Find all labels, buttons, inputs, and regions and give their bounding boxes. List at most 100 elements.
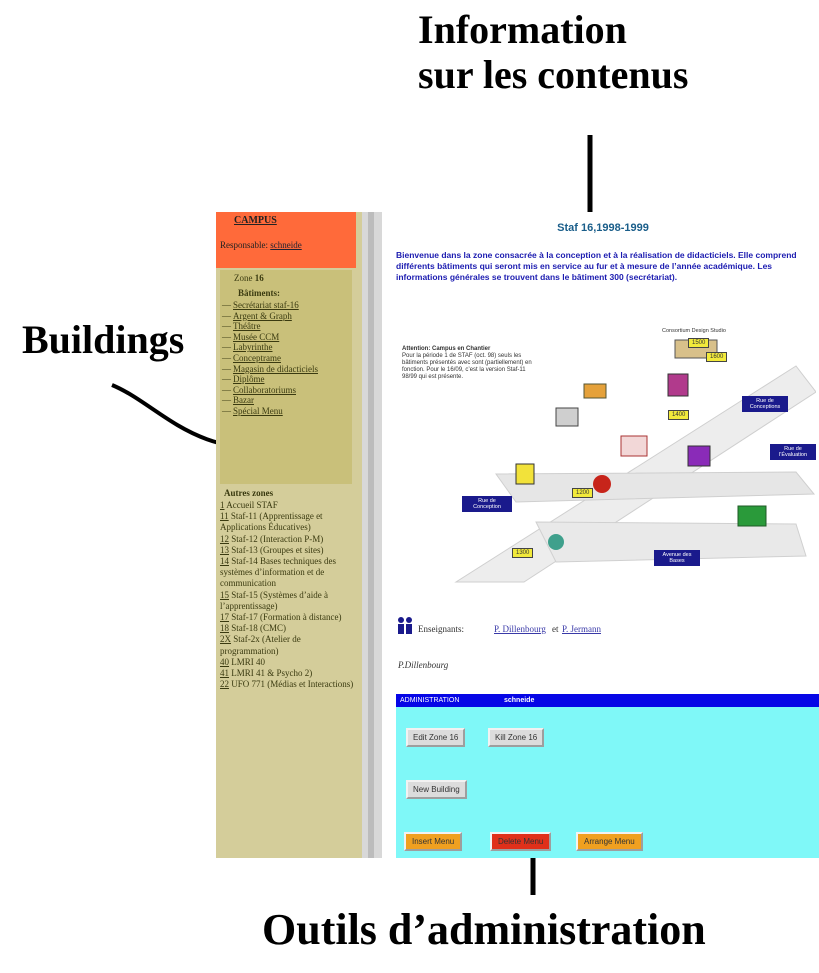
bullet-dash: —: [222, 310, 231, 321]
batiments-title: Bâtiments:: [238, 288, 280, 298]
zone-box: Zone 16 Bâtiments: —Secrétariat staf-16 …: [220, 270, 352, 484]
map-label-evaluation[interactable]: Rue de l’Évaluation: [770, 444, 816, 460]
building-list: —Secrétariat staf-16 —Argent & Graph —Th…: [222, 300, 350, 417]
zone-num-link[interactable]: 18: [220, 623, 229, 634]
campus-link[interactable]: CAMPUS: [234, 215, 277, 226]
bank-building-icon[interactable]: [737, 505, 767, 527]
zone-num-link[interactable]: 17: [220, 612, 229, 623]
admin-title: ADMINISTRATION: [400, 697, 460, 704]
people-icon[interactable]: [593, 475, 611, 493]
campus-map[interactable]: Consortium Design Studio Attention: Camp…: [396, 324, 816, 592]
zone-item-label: Staf-2x (Atelier de programmation): [220, 634, 301, 656]
building-link[interactable]: Labyrinthe: [233, 342, 273, 353]
building-link[interactable]: Spécial Menu: [233, 405, 283, 416]
building-item[interactable]: —Secrétariat staf-16: [222, 300, 350, 311]
building-link[interactable]: Collaboratoriums: [233, 384, 296, 395]
zone-item[interactable]: 13 Staf-13 (Groupes et sites): [220, 545, 356, 556]
enseignant-link-1[interactable]: P. Dillenbourg: [494, 624, 546, 634]
map-label-conception[interactable]: Rue de Conception: [462, 496, 512, 512]
bullet-dash: —: [222, 331, 231, 342]
map-label-conceptions[interactable]: Rue de Conceptions: [742, 396, 788, 412]
zone-item[interactable]: 40 LMRI 40: [220, 657, 356, 668]
factory-building-icon[interactable]: [555, 407, 579, 427]
zone-item[interactable]: 14 Staf-14 Bases techniques des systèmes…: [220, 556, 356, 590]
zone-num-link[interactable]: 40: [220, 656, 229, 667]
zone-item[interactable]: 22 UFO 771 (Médias et Interactions): [220, 679, 356, 690]
building-link[interactable]: Conceptrame: [233, 352, 281, 363]
zone-num-link[interactable]: 22: [220, 679, 229, 690]
other-zones-list: 1 Accueil STAF 11 Staf-11 (Apprentissage…: [220, 500, 356, 690]
teachers-icon: [398, 617, 412, 634]
zone-item[interactable]: 11 Staf-11 (Apprentissage et Application…: [220, 511, 356, 533]
zone-item-label: Staf-13 (Groupes et sites): [231, 544, 324, 555]
zone-item[interactable]: 17 Staf-17 (Formation à distance): [220, 612, 356, 623]
building-link[interactable]: Théâtre: [233, 321, 261, 332]
building-item[interactable]: —Spécial Menu: [222, 406, 350, 417]
green-group-icon[interactable]: [548, 534, 564, 550]
purple-building-icon[interactable]: [667, 373, 689, 397]
zone-item-label: Staf-15 (Systèmes d’aide à l’apprentissa…: [220, 589, 328, 611]
kill-zone-button[interactable]: Kill Zone 16: [488, 728, 545, 747]
callout-info-line2: sur les contenus: [418, 51, 689, 97]
radiation-building-icon[interactable]: [515, 463, 535, 485]
building-item[interactable]: —Théâtre: [222, 321, 350, 332]
building-item[interactable]: —Musée CCM: [222, 332, 350, 343]
zone-num-link[interactable]: 1: [220, 500, 225, 510]
map-number-badge[interactable]: 1600: [706, 352, 728, 362]
building-link[interactable]: Bazar: [233, 395, 254, 406]
zone-item[interactable]: 41 LMRI 41 & Psycho 2): [220, 668, 356, 679]
building-link[interactable]: Musée CCM: [233, 331, 280, 342]
zone-num-link[interactable]: 11: [220, 511, 229, 522]
zone-item[interactable]: 12 Staf-12 (Interaction P-M): [220, 534, 356, 545]
attention-text: Pour la période 1 de STAF (oct. 98) seul…: [402, 353, 532, 380]
zone-label: Zone: [234, 273, 255, 283]
delete-menu-button[interactable]: Delete Menu: [490, 832, 552, 851]
zone-item-label: Staf-18 (CMC): [231, 623, 286, 634]
bullet-dash: —: [222, 384, 231, 395]
zone-num-link[interactable]: 13: [220, 544, 229, 555]
building-link[interactable]: Magasin de didacticiels: [233, 363, 318, 374]
map-number-badge[interactable]: 1300: [512, 548, 534, 558]
building-link[interactable]: Diplôme: [233, 374, 265, 385]
building-link[interactable]: Secrétariat staf-16: [233, 300, 299, 310]
bullet-dash: —: [222, 363, 231, 374]
building-item[interactable]: —Collaboratoriums: [222, 385, 350, 396]
map-label-bases[interactable]: Avenue des Bases: [654, 550, 700, 566]
zone-num-link[interactable]: 2X: [220, 634, 231, 645]
insert-menu-button[interactable]: Insert Menu: [404, 832, 463, 851]
zone-item[interactable]: 15 Staf-15 (Systèmes d’aide à l’apprenti…: [220, 590, 356, 612]
arrange-menu-button[interactable]: Arrange Menu: [576, 832, 643, 851]
enseignant-link-2[interactable]: P. Jermann: [562, 624, 601, 634]
page-title: Staf 16,1998-1999: [557, 222, 649, 234]
zone-num-link[interactable]: 14: [220, 556, 229, 567]
zone-num-link[interactable]: 15: [220, 589, 229, 600]
zone-item-label: LMRI 40: [231, 656, 265, 667]
building-item[interactable]: —Magasin de didacticiels: [222, 364, 350, 375]
zone-num-link[interactable]: 12: [220, 533, 229, 544]
attention-notice: Attention: Campus en Chantier Pour la pé…: [402, 346, 532, 381]
pink-building-icon[interactable]: [620, 435, 648, 457]
map-number-badge[interactable]: 1400: [668, 410, 690, 420]
bullet-dash: —: [222, 395, 231, 406]
orange-building-icon[interactable]: [583, 383, 607, 399]
building-item[interactable]: —Diplôme: [222, 374, 350, 385]
responsable-user-link[interactable]: schneide: [270, 240, 302, 250]
content-pane: Staf 16,1998-1999 Bienvenue dans la zone…: [386, 212, 819, 858]
zone-item[interactable]: 1 Accueil STAF: [220, 500, 356, 511]
map-number-badge[interactable]: 1500: [688, 338, 710, 348]
building-item[interactable]: —Conceptrame: [222, 353, 350, 364]
edit-zone-button[interactable]: Edit Zone 16: [406, 728, 466, 747]
new-building-button[interactable]: New Building: [406, 780, 467, 799]
building-item[interactable]: —Argent & Graph: [222, 311, 350, 322]
bullet-dash: —: [222, 405, 231, 416]
building-item[interactable]: —Labyrinthe: [222, 342, 350, 353]
campus-map-graphic: [454, 339, 816, 583]
zone-item[interactable]: 2X Staf-2x (Atelier de programmation): [220, 634, 356, 656]
building-item[interactable]: —Bazar: [222, 395, 350, 406]
map-number-badge[interactable]: 1200: [572, 488, 594, 498]
building-link[interactable]: Argent & Graph: [233, 310, 292, 321]
zone-num-link[interactable]: 41: [220, 668, 229, 679]
responsable-label: Responsable:: [220, 240, 271, 250]
violet-building-icon[interactable]: [687, 445, 711, 467]
zone-item[interactable]: 18 Staf-18 (CMC): [220, 623, 356, 634]
